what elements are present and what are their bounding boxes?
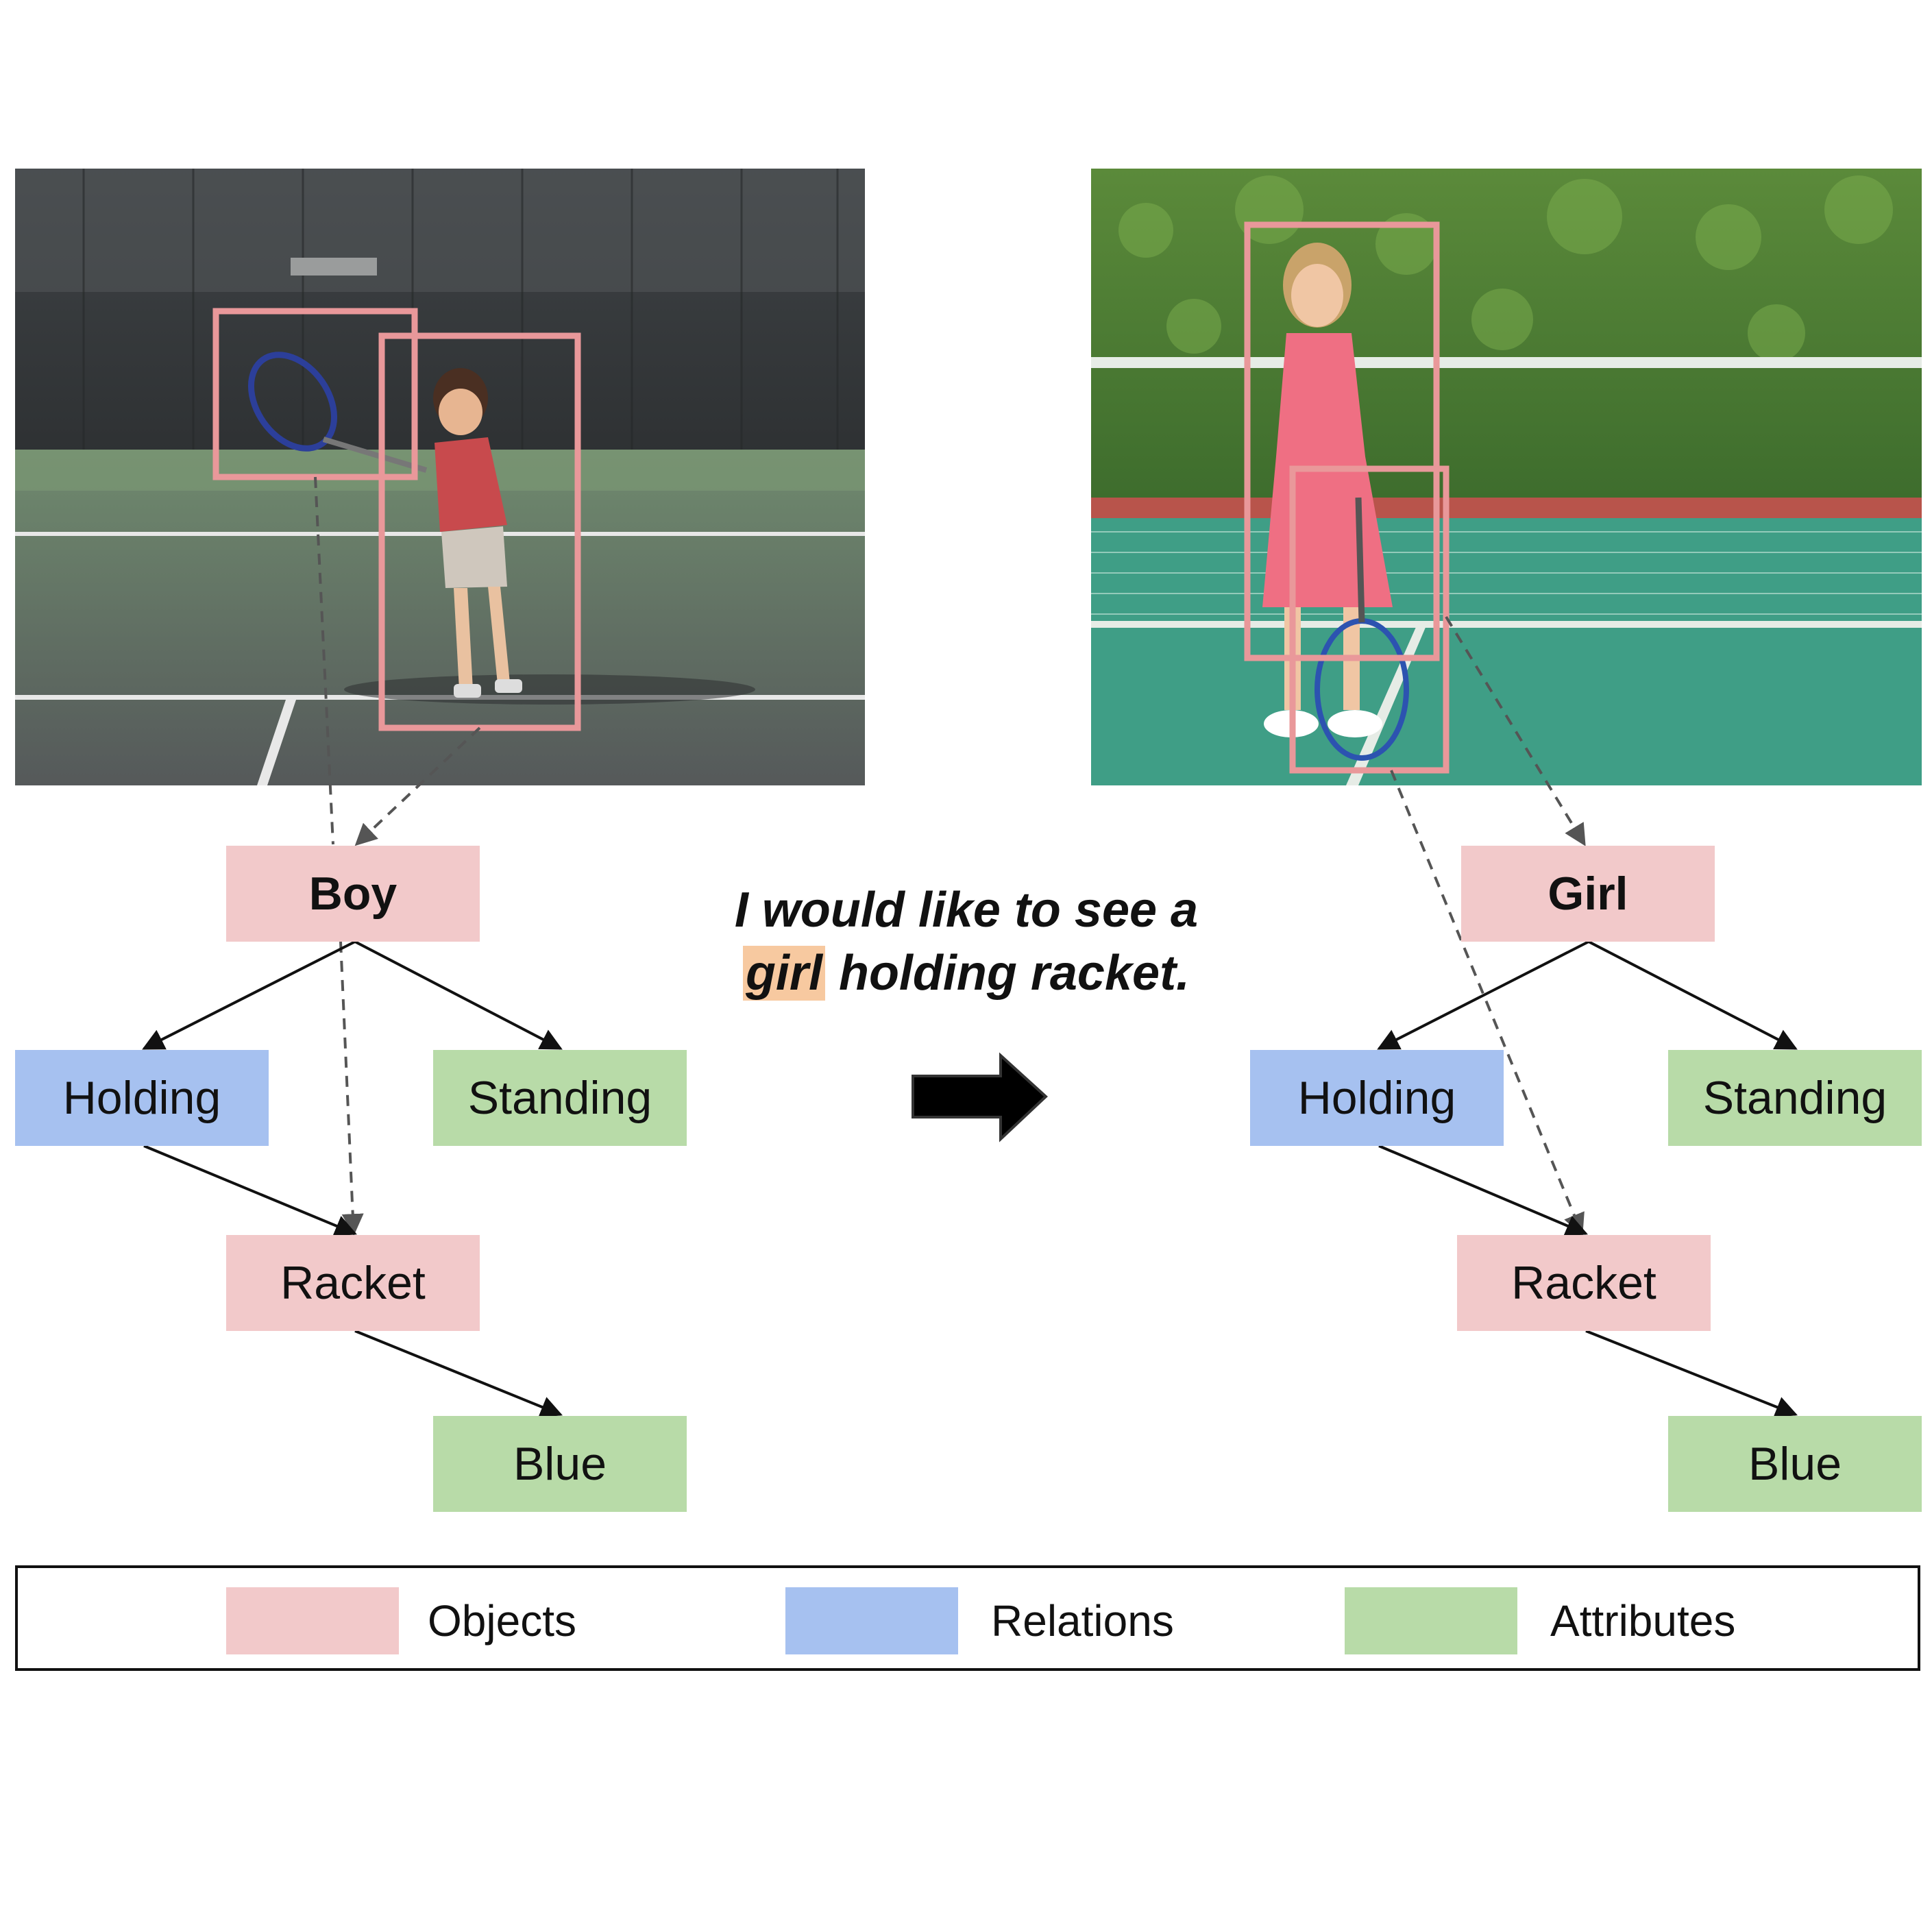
left-racket-leader-b <box>339 941 364 1236</box>
legend: Objects Relations Attributes <box>15 1565 1920 1671</box>
left-edge-racket-blue <box>354 1330 563 1417</box>
right-node-blue: Blue <box>1668 1416 1922 1512</box>
left-node-boy: Boy <box>226 846 480 942</box>
legend-label-objects: Objects <box>428 1596 576 1646</box>
right-girl-leader <box>1445 615 1586 846</box>
left-boy-leader <box>354 726 481 846</box>
legend-label-attributes: Attributes <box>1550 1596 1736 1646</box>
legend-swatch-relations <box>785 1587 958 1654</box>
caption-line-2-rest: holding racket. <box>824 946 1190 1001</box>
right-girl-bbox <box>1244 221 1440 661</box>
legend-swatch-attributes <box>1345 1587 1517 1654</box>
right-edge-racket-blue <box>1585 1330 1798 1418</box>
left-node-blue: Blue <box>433 1416 687 1512</box>
left-boy-bbox <box>378 332 581 731</box>
right-racket-leader <box>1390 770 1585 1236</box>
right-racket-bbox <box>1289 465 1450 774</box>
left-node-holding: Holding <box>15 1050 269 1146</box>
right-node-holding: Holding <box>1250 1050 1504 1146</box>
left-node-racket: Racket <box>226 1235 480 1331</box>
right-node-standing: Standing <box>1668 1050 1922 1146</box>
caption-highlight: girl <box>742 946 825 1001</box>
right-node-girl: Girl <box>1461 846 1715 942</box>
left-photo <box>15 169 865 785</box>
left-racket-leader-a <box>314 476 334 845</box>
legend-swatch-objects <box>226 1587 399 1654</box>
right-node-racket: Racket <box>1457 1235 1711 1331</box>
caption-line-2: girl holding racket. <box>678 942 1254 1005</box>
left-edge-boy-standing <box>354 940 563 1050</box>
right-arrow-icon <box>912 1052 1048 1142</box>
instruction-caption: I would like to see a girl holding racke… <box>678 879 1254 1005</box>
left-edge-boy-holding <box>142 940 356 1050</box>
right-edge-girl-holding <box>1377 940 1589 1050</box>
right-edge-girl-standing <box>1588 940 1798 1050</box>
left-edge-holding-racket <box>143 1145 357 1236</box>
legend-label-relations: Relations <box>991 1596 1174 1646</box>
caption-line-1: I would like to see a <box>734 883 1199 938</box>
left-node-standing: Standing <box>433 1050 687 1146</box>
right-edge-holding-racket <box>1378 1145 1588 1236</box>
left-photo-graphic <box>15 169 865 785</box>
